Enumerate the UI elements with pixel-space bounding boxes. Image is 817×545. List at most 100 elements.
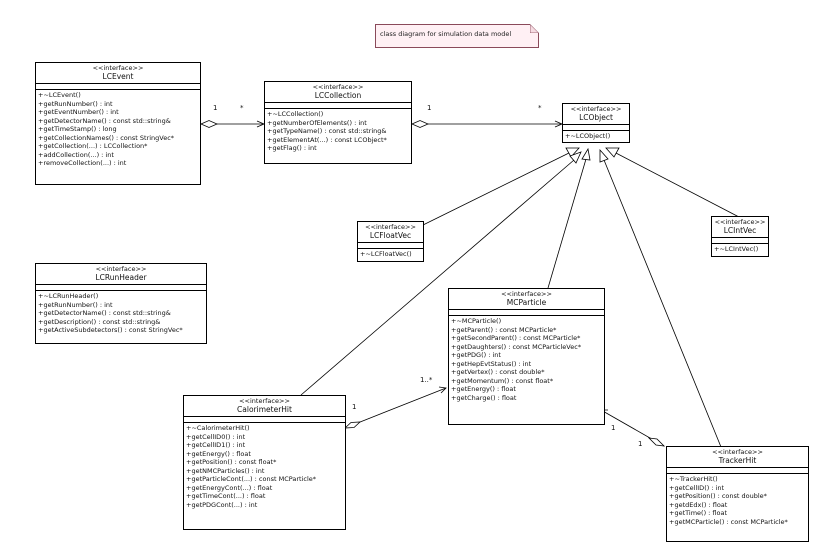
operation-compartment: +~CalorimeterHit() +getCellID0() : int +… <box>184 423 345 510</box>
stereotype-label: <<interface>> <box>712 448 763 456</box>
multiplicity-collection-one: 1 <box>427 104 432 112</box>
operation: +getCellID0() : int <box>186 432 246 441</box>
attribute-compartment <box>358 243 423 249</box>
stereotype-label: <<interface>> <box>95 265 147 273</box>
operation: +getNMCParticles() : int <box>186 466 265 475</box>
operation: +getParticleCont(...) : const MCParticle… <box>186 475 316 484</box>
attribute-compartment <box>36 285 206 291</box>
operation-compartment: +~MCParticle() +getParent() : const MCPa… <box>449 316 604 403</box>
operation-compartment: +~LCFloatVec() <box>358 249 423 260</box>
operation: +getTimeCont(...) : float <box>186 492 266 501</box>
attribute-compartment <box>449 310 604 316</box>
class-lccollection[interactable]: <<interface>> LCCollection +~LCCollectio… <box>264 81 412 164</box>
arrowhead-mcparticle-1 <box>438 386 447 394</box>
class-name: MCParticle <box>506 298 547 307</box>
class-lcfloatvec[interactable]: <<interface>> LCFloatVec +~LCFloatVec() <box>357 221 424 262</box>
stereotype-label: <<interface>> <box>312 83 364 91</box>
attribute-compartment <box>184 417 345 423</box>
multiplicity-calo-one: 1 <box>352 403 357 411</box>
stereotype-label: <<interface>> <box>501 290 552 298</box>
attribute-compartment <box>36 84 200 90</box>
class-calorimeterhit[interactable]: <<interface>> CalorimeterHit +~Calorimet… <box>183 395 346 530</box>
operation: +getCollection(...) : LCCollection* <box>38 142 148 151</box>
class-header: <<interface>> LCObject <box>563 104 629 125</box>
generalization-lcfloatvec <box>422 151 572 226</box>
operation: +~LCEvent() <box>38 91 81 99</box>
class-header: <<interface>> LCEvent <box>36 63 200 84</box>
multiplicity-tracker-one: 1 <box>611 424 616 432</box>
operation: +getVertex() : const double* <box>451 368 545 377</box>
operation: +getDescription() : const std::string& <box>38 317 161 326</box>
class-name: LCObject <box>579 113 613 122</box>
operation: +getCollectionNames() : const StringVec* <box>38 133 175 142</box>
class-trackerhit[interactable]: <<interface>> TrackerHit +~TrackerHit() … <box>666 446 809 542</box>
operation: +~CalorimeterHit() <box>186 424 250 432</box>
operation: +getElementAt(...) : const LCObject* <box>267 135 387 144</box>
attribute-compartment <box>667 468 808 474</box>
attribute-compartment <box>265 103 411 109</box>
operation-compartment: +~LCEvent() +getRunNumber() : int +getEv… <box>36 90 200 169</box>
class-header: <<interface>> TrackerHit <box>667 447 808 468</box>
operation: +getPDG() : int <box>451 351 501 360</box>
generalization-triangle-2 <box>605 147 620 158</box>
aggregation-diamond-collection <box>411 120 429 128</box>
operation: +getParent() : const MCParticle* <box>451 325 557 334</box>
operation: +~TrackerHit() <box>669 475 718 483</box>
class-lcrunheader[interactable]: <<interface>> LCRunHeader +~LCRunHeader(… <box>35 263 207 344</box>
operation: +getCharge() : float <box>451 393 517 402</box>
operation: +getPosition() : const float* <box>186 458 277 467</box>
generalization-lcintvec <box>613 151 740 218</box>
operation: +getHepEvtStatus() : int <box>451 359 532 368</box>
operation: +addCollection(...) : int <box>38 150 114 159</box>
operation: +getTime() : float <box>669 509 728 518</box>
operation: +getEnergy() : float <box>186 449 251 458</box>
operation: +removeCollection(...) : int <box>38 159 127 168</box>
aggregation-diamond-event <box>200 120 218 128</box>
generalization-triangle-4 <box>569 151 582 164</box>
operation: +~LCCollection() <box>267 110 324 118</box>
operation: +getDaughters() : const MCParticleVec* <box>451 342 582 351</box>
operation: +getFlag() : int <box>267 144 317 153</box>
class-header: <<interface>> CalorimeterHit <box>184 396 345 417</box>
operation: +getDetectorName() : const std::string& <box>38 116 171 125</box>
operation: +getdEdx() : float <box>669 500 728 509</box>
class-lcintvec[interactable]: <<interface>> LCIntVec +~LCIntVec() <box>711 216 769 257</box>
generalization-mcparticle <box>547 158 587 289</box>
note-text: class diagram for simulation data model <box>380 30 512 38</box>
operation-compartment: +~LCObject() <box>563 131 629 142</box>
class-name: LCCollection <box>314 91 362 100</box>
operation: +getCellID1() : int <box>186 441 246 450</box>
attribute-compartment <box>563 125 629 131</box>
operation: +getTypeName() : const std::string& <box>267 127 387 136</box>
operation: +getPosition() : const double* <box>669 492 767 501</box>
stereotype-label: <<interface>> <box>570 105 622 113</box>
multiplicity-tracker-other: 1 <box>638 440 643 448</box>
generalization-triangle-1 <box>565 147 580 158</box>
diagram-note: class diagram for simulation data model <box>375 24 539 48</box>
class-mcparticle[interactable]: <<interface>> MCParticle +~MCParticle() … <box>448 288 605 425</box>
operation: +~LCObject() <box>565 132 611 140</box>
operation: +getDetectorName() : const std::string& <box>38 309 171 318</box>
operation-compartment: +~LCRunHeader() +getRunNumber() : int +g… <box>36 291 206 336</box>
operation: +getCellID() : int <box>669 483 725 492</box>
class-name: LCRunHeader <box>95 273 147 282</box>
class-lcevent[interactable]: <<interface>> LCEvent +~LCEvent() +getRu… <box>35 62 201 185</box>
note-fold-icon <box>530 24 539 33</box>
multiplicity-calo-many: 1..* <box>420 376 433 384</box>
operation: +getMCParticle() : const MCParticle* <box>669 517 788 526</box>
operation: +~MCParticle() <box>451 317 502 325</box>
aggregation-diamond-tracker <box>647 437 666 447</box>
stereotype-label: <<interface>> <box>714 218 766 226</box>
class-header: <<interface>> LCCollection <box>265 82 411 103</box>
operation-compartment: +~LCIntVec() <box>712 244 768 255</box>
class-header: <<interface>> LCRunHeader <box>36 264 206 285</box>
operation: +getActiveSubdetectors() : const StringV… <box>38 326 183 335</box>
class-lcobject[interactable]: <<interface>> LCObject +~LCObject() <box>562 103 630 143</box>
operation: +~LCFloatVec() <box>360 250 412 258</box>
operation: +getEnergyCont(...) : float <box>186 483 273 492</box>
stereotype-label: <<interface>> <box>365 223 416 231</box>
multiplicity-event-one: 1 <box>213 104 218 112</box>
class-name: LCFloatVec <box>369 231 412 240</box>
